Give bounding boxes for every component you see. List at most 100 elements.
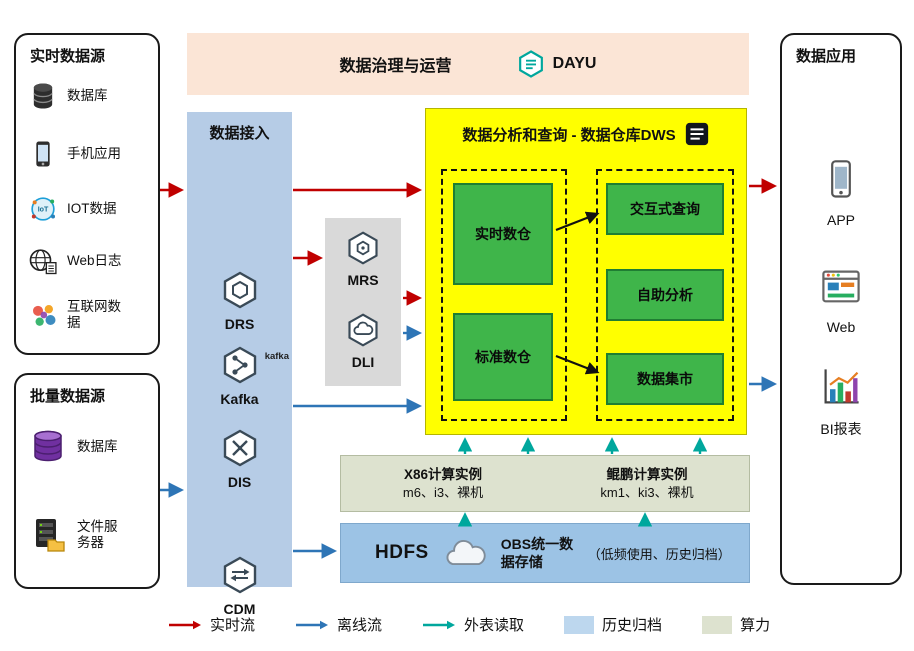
phone-icon xyxy=(28,139,58,169)
legend-item-offline-flow: 离线流 xyxy=(295,614,382,635)
legend-item-compute-power: 算力 xyxy=(702,614,770,635)
x86-compute-title: X86计算实例 xyxy=(403,466,483,482)
app-item-bi: BI报表 xyxy=(782,365,900,439)
dayu-hexagon-icon xyxy=(516,49,546,79)
engine-item-dli: DLI xyxy=(325,312,401,370)
kafka-icon xyxy=(220,345,260,385)
drs-icon xyxy=(220,270,260,310)
obs-title: OBS统一数据存储 xyxy=(500,535,574,570)
access-item-kafka: kafka Kafka xyxy=(187,345,292,407)
item-label: BI报表 xyxy=(820,421,862,437)
compute-instances-bar: X86计算实例 m6、i3、裸机 鲲鹏计算实例 km1、ki3、裸机 xyxy=(340,455,750,512)
compute-power-swatch xyxy=(702,615,733,634)
obs-cloud-icon xyxy=(442,538,488,569)
database-stack-icon xyxy=(28,427,68,467)
item-label: Web日志 xyxy=(67,252,122,268)
x86-compute-cell: X86计算实例 m6、i3、裸机 xyxy=(341,456,545,511)
app-phone-icon xyxy=(819,158,863,202)
obs-note: （低频使用、历史归档） xyxy=(587,546,731,562)
realtime-sources-panel: 实时数据源 数据库 手机应用 IOT数据 Web日志 互联网数据 xyxy=(14,33,160,355)
item-label: 互联网数据 xyxy=(67,299,121,331)
legend-item-history-archive: 历史归档 xyxy=(564,614,662,635)
list-item-web-log: Web日志 xyxy=(28,246,122,276)
dayu-logo-text: DAYU xyxy=(552,55,597,72)
data-access-title: 数据接入 xyxy=(209,125,270,142)
governance-title: 数据治理与运营 xyxy=(339,58,452,75)
report-doc-icon xyxy=(684,121,710,147)
item-label: 数据库 xyxy=(77,438,118,454)
dis-icon xyxy=(220,428,260,468)
list-item-internet-data: 互联网数据 xyxy=(28,299,123,331)
engines-box: MRS DLI xyxy=(325,218,401,386)
item-label: DRS xyxy=(224,316,255,332)
batch-sources-title: 批量数据源 xyxy=(30,388,106,405)
list-item-batch-database: 数据库 xyxy=(28,427,118,467)
item-label: CDM xyxy=(223,601,256,617)
kunpeng-compute-cell: 鲲鹏计算实例 km1、ki3、裸机 xyxy=(545,456,749,511)
web-browser-icon xyxy=(819,265,863,309)
access-item-drs: DRS xyxy=(187,270,292,332)
list-item-file-server: 文件服务器 xyxy=(28,515,127,555)
dws-title-row: 数据分析和查询 - 数据仓库DWS xyxy=(426,121,746,147)
app-item-app: APP xyxy=(782,158,900,228)
dayu-logo: DAYU xyxy=(516,49,597,79)
item-label: APP xyxy=(826,212,855,228)
legend-label: 外表读取 xyxy=(464,617,525,634)
cdm-icon xyxy=(220,555,260,595)
dli-icon xyxy=(345,312,381,348)
kafka-logo-text: kafka xyxy=(264,351,289,362)
dws-title: 数据分析和查询 - 数据仓库DWS xyxy=(462,126,676,144)
legend-label: 离线流 xyxy=(337,617,383,634)
list-item-mobile-app: 手机应用 xyxy=(28,139,121,169)
analysis-dashed-group xyxy=(596,169,734,421)
item-label: DLI xyxy=(351,354,375,370)
item-label: Web xyxy=(826,319,856,335)
dws-box: 数据分析和查询 - 数据仓库DWS 实时数仓 标准数仓 交互式查询 自助分析 数… xyxy=(425,108,747,435)
iot-icon xyxy=(28,194,58,224)
item-label: IOT数据 xyxy=(67,200,117,216)
batch-sources-panel: 批量数据源 数据库 文件服务器 xyxy=(14,373,160,589)
x86-compute-sub: m6、i3、裸机 xyxy=(402,484,484,500)
data-mart-box: 数据集市 xyxy=(606,353,724,405)
bi-chart-icon xyxy=(819,365,863,409)
item-label: Kafka xyxy=(220,391,259,407)
access-item-dis: DIS xyxy=(187,428,292,490)
hdfs-label: HDFS xyxy=(375,542,429,563)
file-server-icon xyxy=(28,515,68,555)
external-read-arrow-icon xyxy=(423,620,456,629)
item-label: 文件服务器 xyxy=(77,518,118,550)
kunpeng-compute-sub: km1、ki3、裸机 xyxy=(600,484,694,500)
realtime-warehouse-box: 实时数仓 xyxy=(453,183,553,285)
legend-label: 实时流 xyxy=(210,617,256,634)
kunpeng-compute-title: 鲲鹏计算实例 xyxy=(606,466,688,482)
standard-warehouse-box: 标准数仓 xyxy=(453,313,553,401)
list-item-database: 数据库 xyxy=(28,81,108,111)
mrs-icon xyxy=(345,230,381,266)
offline-flow-arrow-icon xyxy=(296,620,329,629)
storage-bar: HDFS OBS统一数据存储 （低频使用、历史归档） xyxy=(340,523,750,583)
item-label: 数据库 xyxy=(67,87,108,103)
database-icon xyxy=(28,81,58,111)
item-label: DIS xyxy=(227,474,252,490)
access-item-cdm: CDM xyxy=(187,555,292,617)
interactive-query-box: 交互式查询 xyxy=(606,183,724,235)
legend-label: 算力 xyxy=(740,617,771,634)
warehouse-dashed-group xyxy=(441,169,567,421)
internet-data-icon xyxy=(28,300,58,330)
legend-label: 历史归档 xyxy=(602,617,663,634)
legend: 实时流 离线流 外表读取 历史归档 算力 xyxy=(168,614,770,635)
legend-item-realtime-flow: 实时流 xyxy=(168,614,255,635)
engine-item-mrs: MRS xyxy=(325,230,401,288)
list-item-iot-data: IOT数据 xyxy=(28,194,117,224)
app-item-web: Web xyxy=(782,265,900,335)
item-label: 手机应用 xyxy=(67,145,121,161)
data-apps-title: 数据应用 xyxy=(796,48,857,65)
self-service-analysis-box: 自助分析 xyxy=(606,269,724,321)
data-apps-panel: 数据应用 APP Web BI报表 xyxy=(780,33,902,585)
data-access-column: 数据接入 DRS kafka Kafka DIS CDM xyxy=(187,112,292,617)
web-log-icon xyxy=(28,246,58,276)
realtime-sources-title: 实时数据源 xyxy=(30,48,106,65)
history-archive-swatch xyxy=(564,615,595,634)
item-label: MRS xyxy=(347,272,379,288)
